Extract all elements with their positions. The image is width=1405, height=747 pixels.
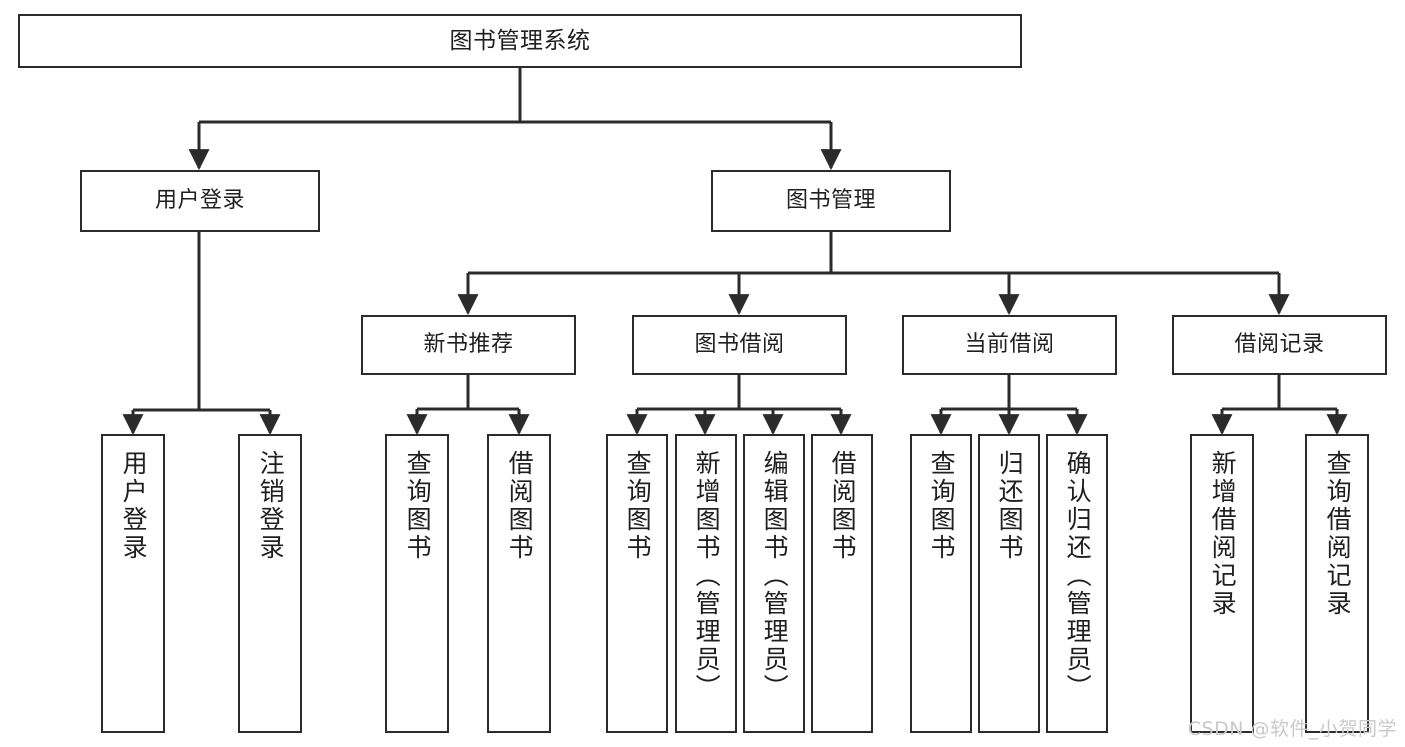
node-book-borrow-label: 图书借阅 <box>694 331 785 357</box>
leaf-return-book-label: 归还图书 <box>995 450 1025 562</box>
watermark: CSDN @软件_小贺同学 <box>1187 718 1397 740</box>
node-book-borrow[interactable]: 图书借阅 <box>632 315 847 375</box>
leaf-search-book-recommend-label: 查询图书 <box>403 450 433 562</box>
leaf-search-book-borrow-label: 查询图书 <box>623 450 653 562</box>
node-current-borrow[interactable]: 当前借阅 <box>902 315 1117 375</box>
node-new-book-recommend[interactable]: 新书推荐 <box>361 315 576 375</box>
leaf-search-book-current[interactable]: 查询图书 <box>910 434 972 733</box>
leaf-user-login-label: 用户登录 <box>119 450 149 562</box>
leaf-add-borrow-record-label: 新增借阅记录 <box>1208 450 1238 618</box>
leaf-return-book[interactable]: 归还图书 <box>978 434 1040 733</box>
node-user-login[interactable]: 用户登录 <box>80 170 320 232</box>
node-root[interactable]: 图书管理系统 <box>18 14 1022 68</box>
leaf-add-book-admin[interactable]: 新增图书（管理员） <box>675 434 737 733</box>
leaf-search-book-recommend[interactable]: 查询图书 <box>385 434 449 733</box>
node-current-borrow-label: 当前借阅 <box>964 331 1055 357</box>
leaf-borrow-book-recommend-label: 借阅图书 <box>505 450 535 562</box>
node-book-management-label: 图书管理 <box>785 187 876 213</box>
leaf-confirm-return-admin-label: 确认归还（管理员） <box>1063 450 1093 702</box>
leaf-logout-label: 注销登录 <box>256 450 286 562</box>
leaf-add-borrow-record[interactable]: 新增借阅记录 <box>1190 434 1254 733</box>
leaf-borrow-book-recommend[interactable]: 借阅图书 <box>487 434 551 733</box>
node-borrow-record-label: 借阅记录 <box>1234 331 1325 357</box>
leaf-search-borrow-record-label: 查询借阅记录 <box>1323 450 1353 618</box>
leaf-edit-book-admin-label: 编辑图书（管理员） <box>760 450 790 702</box>
node-root-label: 图书管理系统 <box>449 27 591 54</box>
leaf-search-book-current-label: 查询图书 <box>927 450 957 562</box>
leaf-search-book-borrow[interactable]: 查询图书 <box>606 434 668 733</box>
node-user-login-label: 用户登录 <box>154 187 245 213</box>
node-book-management[interactable]: 图书管理 <box>711 170 951 232</box>
leaf-borrow-book-label: 借阅图书 <box>828 450 858 562</box>
node-borrow-record[interactable]: 借阅记录 <box>1172 315 1387 375</box>
leaf-logout[interactable]: 注销登录 <box>238 434 302 733</box>
leaf-search-borrow-record[interactable]: 查询借阅记录 <box>1305 434 1369 733</box>
leaf-borrow-book[interactable]: 借阅图书 <box>811 434 873 733</box>
leaf-edit-book-admin[interactable]: 编辑图书（管理员） <box>743 434 805 733</box>
leaf-user-login[interactable]: 用户登录 <box>101 434 165 733</box>
leaf-add-book-admin-label: 新增图书（管理员） <box>692 450 722 702</box>
leaf-confirm-return-admin[interactable]: 确认归还（管理员） <box>1046 434 1108 733</box>
node-new-book-recommend-label: 新书推荐 <box>423 331 514 357</box>
